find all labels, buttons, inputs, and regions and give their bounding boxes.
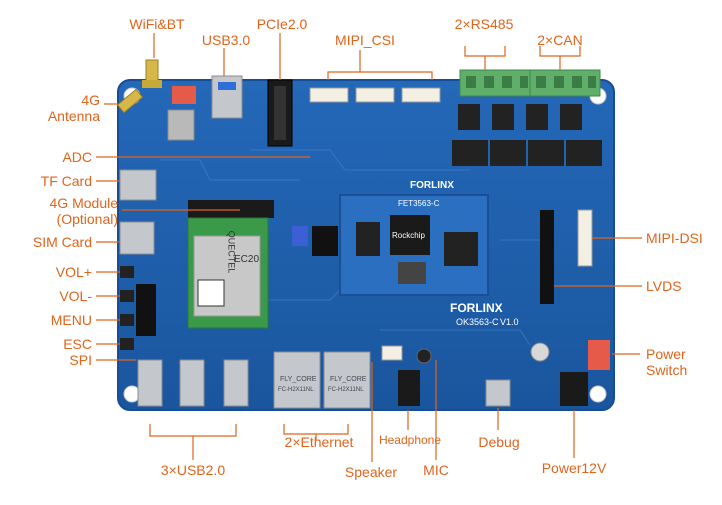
speaker-connector [381,345,403,361]
spi-header [136,284,156,336]
label-4g-module-line1: 4G Module [49,195,118,211]
usb2-port-3 [223,359,249,407]
capacitor [530,342,550,362]
lvds-connector [540,210,554,304]
eth-chip-label-2: FLY_CORE [330,376,367,383]
leader-lines [96,33,642,462]
board-model: OK3563-C [456,317,499,327]
label-spi: SPI [69,352,92,368]
mini-pcie-slot [188,200,274,218]
debug-port [485,379,511,407]
terminal-screws [466,76,596,88]
ram-chip [356,222,380,256]
label-power-switch-line2: Switch [646,362,688,378]
usb2-port-1 [137,359,163,407]
label-can: 2×CAN [537,32,583,48]
label-usb20: 3×USB2.0 [160,462,226,478]
isolation-chips [452,104,602,166]
label-4g-module-line2: (Optional) [56,211,118,227]
mipi-dsi-connector [577,209,593,267]
wifi-antenna-connector [142,59,162,88]
label-rs485: 2×RS485 [454,16,514,32]
eth-chip-code-1: FC-H2X11NL [278,387,314,393]
board-brand: FORLINX [450,301,503,315]
som-brand: FORLINX [410,180,454,191]
label-menu: MENU [50,312,92,328]
wifi-module [167,109,195,141]
label-mipi-dsi: MIPI-DSI [646,230,703,246]
label-ethernet: 2×Ethernet [284,434,354,450]
label-speaker: Speaker [344,464,398,480]
som-model: FET3563-C [398,199,440,208]
module-model: EC20 [234,254,260,265]
tf-card-slot [119,169,157,201]
dip-switch [172,86,196,104]
label-debug: Debug [478,434,520,450]
label-4g-antenna-line1: 4G [81,92,100,108]
ethernet-port-1 [273,351,321,409]
mipi-csi-connector-3 [401,87,441,103]
mount-hole [589,385,607,403]
label-4g-antenna-line2: Antenna [47,108,100,124]
label-usb30: USB3.0 [201,32,251,48]
label-mic: MIC [423,462,449,478]
label-pcie: PCIe2.0 [256,16,308,32]
pmic-chip [398,262,426,284]
usb2-port-2 [179,359,205,407]
side-buttons [120,266,134,350]
mipi-csi-connector-2 [355,87,395,103]
label-sim-card: SIM Card [32,234,92,250]
label-lvds: LVDS [646,278,682,294]
gpio-header [312,226,338,256]
label-mipi-csi: MIPI_CSI [335,32,395,48]
qr-code [197,279,225,307]
soc-brand: Rockchip [392,231,425,240]
soc-chip [390,215,430,255]
emmc-chip [444,232,478,266]
label-wifi-bt: WiFi&BT [129,16,185,32]
board-version: V1.0 [500,317,519,327]
headphone-jack [398,370,420,406]
ethernet-port-2 [323,351,371,409]
mipi-csi-connector-1 [309,87,349,103]
label-esc: ESC [63,336,92,352]
label-headphone: Headphone [378,433,442,447]
power-jack [560,372,588,406]
label-power-switch-line1: Power [646,346,686,362]
label-adc: ADC [62,149,92,165]
4g-antenna-connector [116,88,144,114]
label-tf-card: TF Card [40,173,92,189]
label-vol-up: VOL+ [55,264,92,280]
mic-element [416,348,432,364]
label-vol-down: VOL- [59,288,92,304]
eth-chip-label-1: FLY_CORE [280,376,317,383]
power-switch [588,340,610,370]
eth-chip-code-2: FC-H2X11NL [328,387,364,393]
sim-card-slot [119,221,155,255]
label-power12v: Power12V [541,460,607,476]
adc-potentiometer [292,226,308,246]
